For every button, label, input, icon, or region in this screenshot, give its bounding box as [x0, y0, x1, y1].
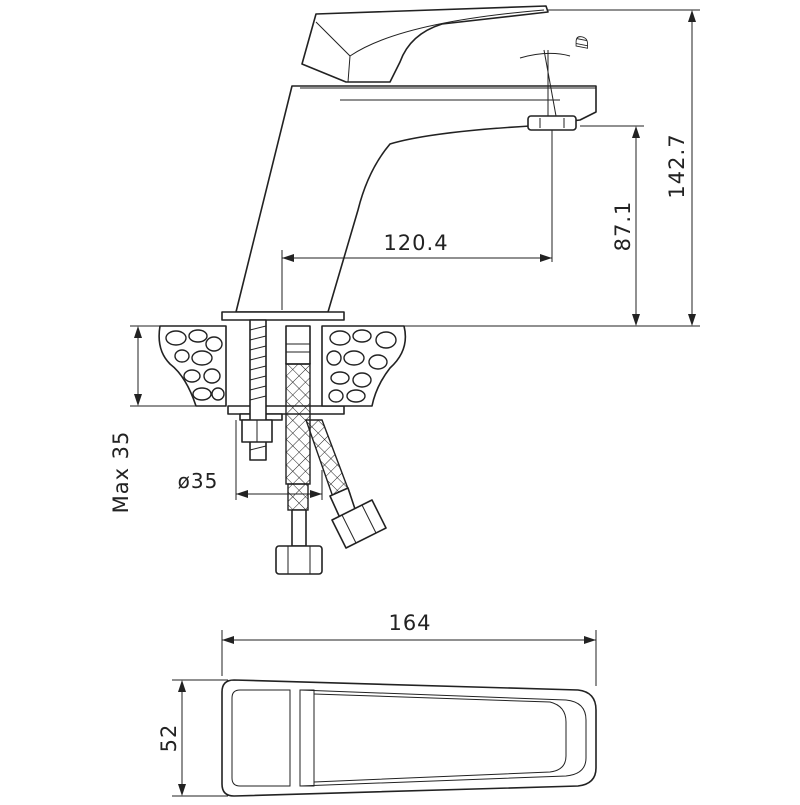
faucet-body: [235, 85, 597, 313]
stone-pebbles: [165, 329, 397, 403]
handle-lever: [301, 5, 549, 83]
dim-total-height: 142.7: [665, 133, 689, 198]
top-view-outline: [221, 679, 597, 797]
hot-cold-mark: ⅅ: [573, 35, 593, 50]
faucet-top-view: [221, 679, 597, 797]
dim-body-width: 52: [157, 724, 181, 753]
faucet-side-view: [221, 5, 597, 421]
threaded-rod: [241, 319, 273, 461]
dimension-lines: [130, 9, 700, 500]
dim-hole-diameter: ø35: [178, 469, 219, 493]
aerator: [527, 115, 577, 131]
dim-deck-thickness: Max 35: [109, 431, 133, 514]
counter-section: [158, 325, 407, 407]
base-plate: [221, 311, 345, 321]
dim-body-length: 164: [388, 611, 431, 635]
hose-nut-right: [331, 499, 387, 549]
flexible-hoses: [275, 325, 387, 575]
hose-nut-left: [275, 545, 323, 575]
dim-spout-height: 87.1: [611, 201, 635, 252]
top-view-dimensions: [172, 630, 597, 797]
dim-spout-reach: 120.4: [383, 231, 448, 255]
